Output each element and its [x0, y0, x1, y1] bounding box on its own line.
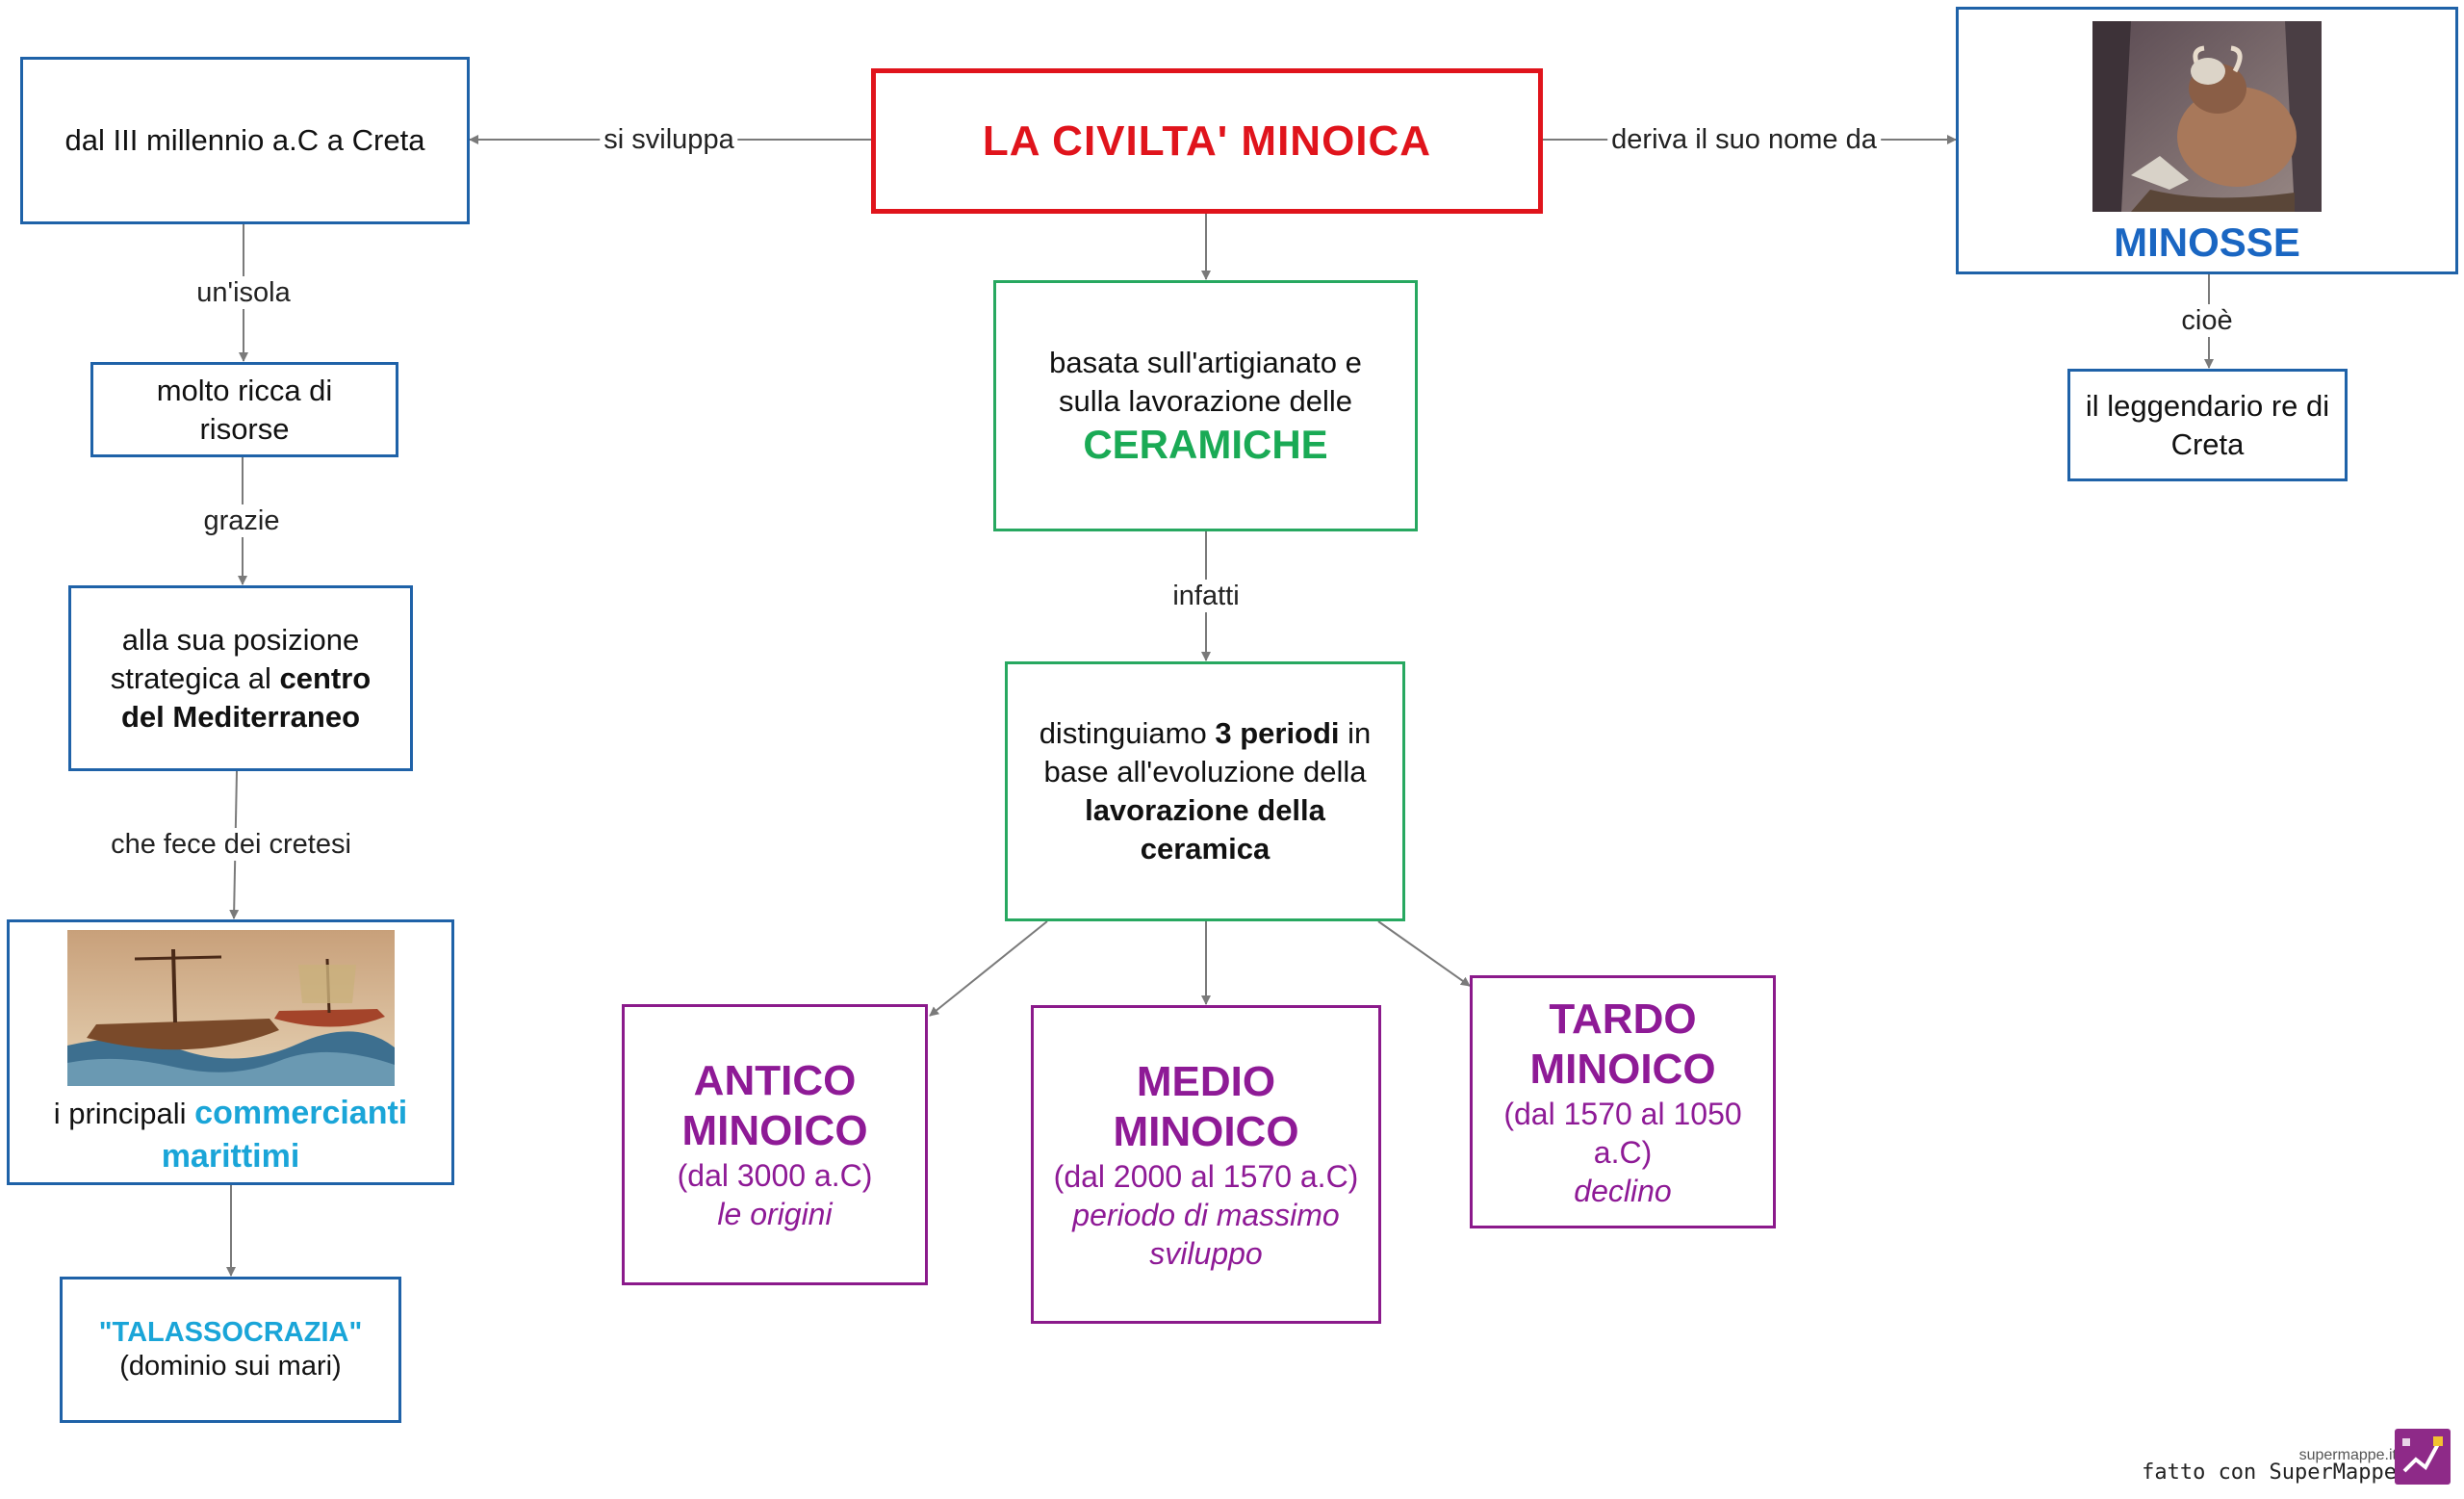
position-text: alla sua posizione strategica al centro …	[90, 621, 391, 737]
antico-desc: le origini	[717, 1197, 833, 1231]
thalasso-node: "TALASSOCRAZIA" (dominio sui mari)	[60, 1277, 401, 1423]
periods-text-2: 3 periodi	[1215, 716, 1340, 750]
label-infatti: infatti	[1168, 580, 1244, 612]
periods-text-4: lavorazione della ceramica	[1085, 793, 1325, 866]
king-node: il leggendario re di Creta	[2067, 369, 2348, 481]
merchants-text: i principali commercianti marittimi	[10, 1092, 451, 1178]
crafts-highlight: CERAMICHE	[1083, 421, 1328, 467]
king-text: il leggendario re di Creta	[2085, 388, 2330, 461]
rich-text: molto ricca di risorse	[156, 373, 333, 446]
antico-dates: (dal 3000 a.C)	[677, 1158, 873, 1193]
position-node: alla sua posizione strategica al centro …	[68, 585, 413, 771]
link-periods-tardo	[1377, 920, 1471, 987]
tardo-title: TARDO MINOICO	[1529, 995, 1716, 1093]
tardo-node: TARDO MINOICO (dal 1570 al 1050 a.C) dec…	[1470, 975, 1776, 1228]
footer-site: supermappe.it	[2298, 1447, 2397, 1463]
label-un-isola: un'isola	[192, 276, 295, 309]
merchants-text-pre: i principali	[53, 1097, 195, 1130]
periods-node: distinguiamo 3 periodi in base all'evolu…	[1005, 661, 1405, 921]
main-title: LA CIVILTA' MINOICA	[982, 116, 1432, 165]
thalasso-title: "TALASSOCRAZIA"	[98, 1316, 363, 1348]
medio-title: MEDIO MINOICO	[1113, 1057, 1299, 1155]
merchants-node: i principali commercianti marittimi	[7, 919, 454, 1185]
main-node: LA CIVILTA' MINOICA	[871, 68, 1543, 214]
antico-node: ANTICO MINOICO (dal 3000 a.C) le origini	[622, 1004, 928, 1285]
tardo-dates: (dal 1570 al 1050 a.C)	[1503, 1096, 1742, 1170]
rich-node: molto ricca di risorse	[90, 362, 398, 457]
label-deriva: deriva il suo nome da	[1607, 123, 1881, 156]
medio-desc: periodo di massimo sviluppo	[1072, 1197, 1340, 1271]
label-che-fece: che fece dei cretesi	[107, 828, 355, 861]
origin-text: dal III millennio a.C a Creta	[64, 123, 425, 157]
supermappe-logo-icon	[2395, 1429, 2451, 1485]
crafts-node: basata sull'artigianato e sulla lavorazi…	[993, 280, 1418, 531]
label-cioe: cioè	[2177, 304, 2237, 337]
periods-text: distinguiamo 3 periodi in base all'evolu…	[1031, 714, 1379, 868]
thalasso-sub: (dominio sui mari)	[119, 1350, 342, 1382]
footer-credit: fatto con SuperMappe	[2142, 1460, 2397, 1485]
periods-text-3: in base all'evoluzione della	[1043, 716, 1372, 788]
medio-node: MEDIO MINOICO (dal 2000 al 1570 a.C) per…	[1031, 1005, 1381, 1324]
tardo-desc: declino	[1574, 1173, 1672, 1208]
minosse-node: MINOSSE	[1956, 7, 2458, 274]
label-si-sviluppa: si sviluppa	[600, 123, 738, 156]
ship-image	[66, 930, 395, 1086]
merchants-text-highlight: commercianti marittimi	[161, 1095, 408, 1175]
medio-dates: (dal 2000 al 1570 a.C)	[1053, 1158, 1359, 1194]
link-periods-antico	[929, 920, 1048, 1017]
periods-text-1: distinguiamo	[1039, 716, 1216, 750]
crafts-text: basata sull'artigianato e sulla lavorazi…	[1049, 345, 1362, 418]
origin-node: dal III millennio a.C a Creta	[20, 57, 470, 224]
position-text-bold: centro del Mediterraneo	[120, 660, 372, 734]
antico-title: ANTICO MINOICO	[681, 1057, 868, 1154]
minosse-title: MINOSSE	[2114, 220, 2300, 265]
minotaur-image	[2092, 21, 2322, 212]
position-text-pre: alla sua posizione strategica al	[110, 622, 360, 695]
label-grazie: grazie	[199, 504, 284, 537]
